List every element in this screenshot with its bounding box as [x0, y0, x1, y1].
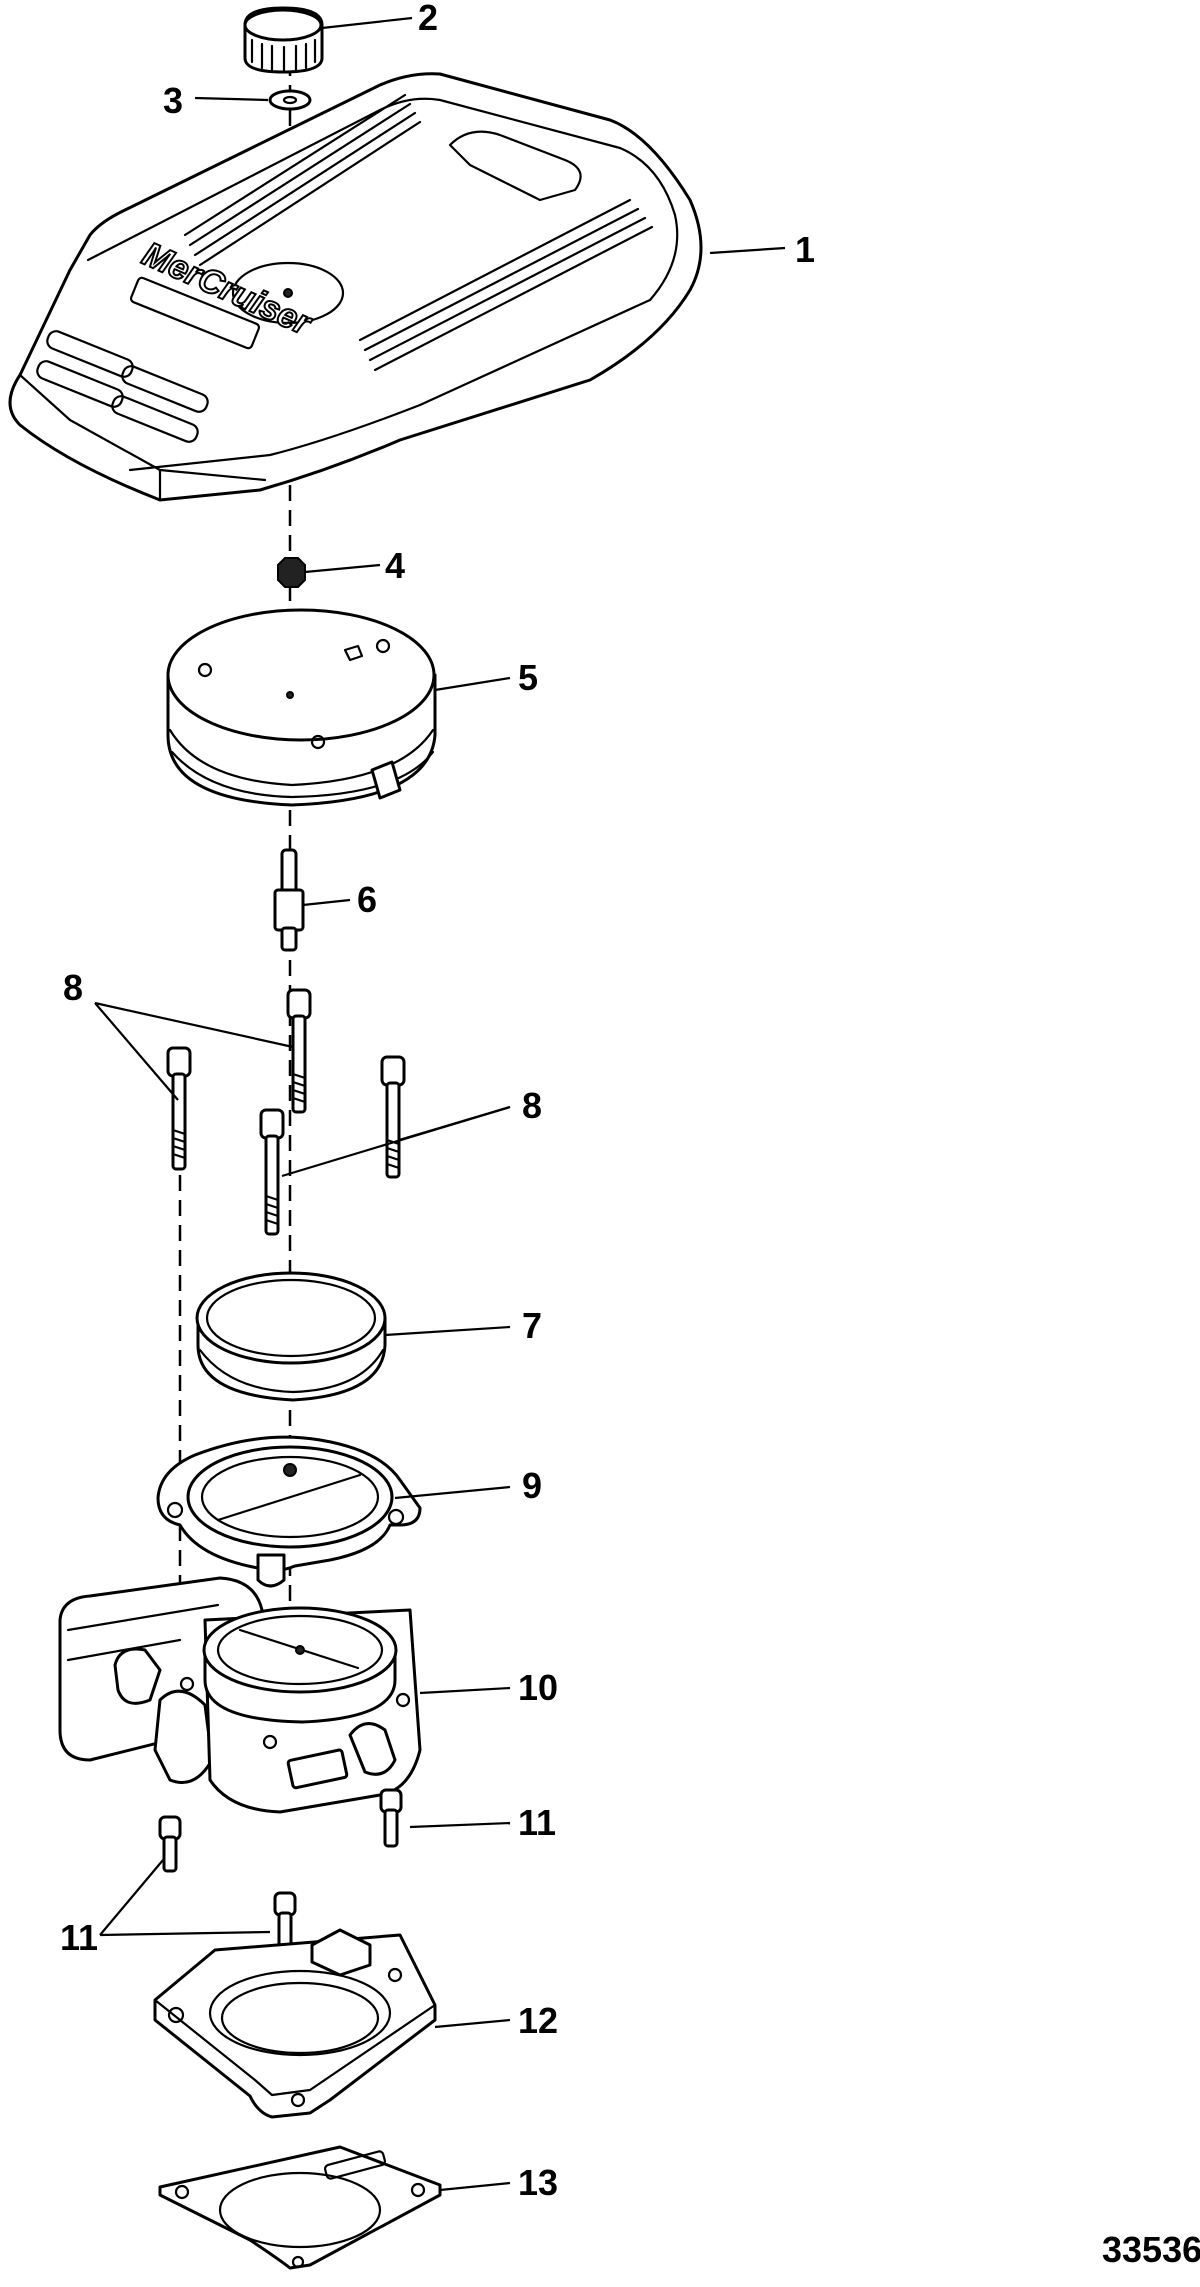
callout-labels: 1 2 3 4 5 6 7 8 8 9 10 11 11 12 13 — [60, 0, 815, 2203]
cover-cap-part-2 — [243, 6, 324, 74]
throttle-body-part-10 — [58, 1576, 422, 1814]
callout-9: 9 — [522, 1465, 542, 1506]
callout-8-right: 8 — [522, 1085, 542, 1126]
spacer-plate-part-12 — [153, 1928, 437, 2119]
nut-part-4 — [277, 557, 306, 588]
engine-cover-part-1: MerCruiser — [8, 72, 703, 502]
cover-vent-ribs — [183, 93, 654, 372]
seal-ring-part-7 — [195, 1271, 387, 1402]
washer-part-3 — [268, 89, 312, 111]
figure-number: 33536 — [1102, 2229, 1200, 2270]
bolt-part-11-c — [273, 1891, 297, 1951]
bolt-part-8-d — [259, 1108, 285, 1236]
callout-2: 2 — [418, 0, 438, 38]
callout-8-upper: 8 — [63, 967, 83, 1008]
adapter-part-9 — [156, 1435, 422, 1588]
bolt-part-8-b — [286, 988, 312, 1114]
flame-arrestor-housing-part-5 — [166, 608, 437, 807]
callout-11-right: 11 — [518, 1802, 556, 1843]
callout-3: 3 — [163, 80, 183, 121]
stud-part-6 — [273, 848, 305, 952]
callout-1: 1 — [795, 229, 815, 270]
callout-7: 7 — [522, 1305, 542, 1346]
callout-6: 6 — [357, 879, 377, 920]
callout-11-left: 11 — [60, 1917, 98, 1958]
gasket-part-13 — [158, 2145, 442, 2270]
bolt-part-11-a — [158, 1815, 182, 1873]
callout-10: 10 — [518, 1667, 558, 1708]
bolt-part-8-a — [166, 1046, 192, 1171]
bolt-part-11-b — [379, 1788, 403, 1848]
callout-5: 5 — [518, 657, 538, 698]
bolt-part-8-c — [380, 1055, 406, 1179]
callout-4: 4 — [385, 545, 405, 586]
cover-front-slots — [36, 276, 261, 443]
callout-13: 13 — [518, 2162, 558, 2203]
callout-12: 12 — [518, 2000, 558, 2041]
leader-lines — [94, 16, 786, 2192]
